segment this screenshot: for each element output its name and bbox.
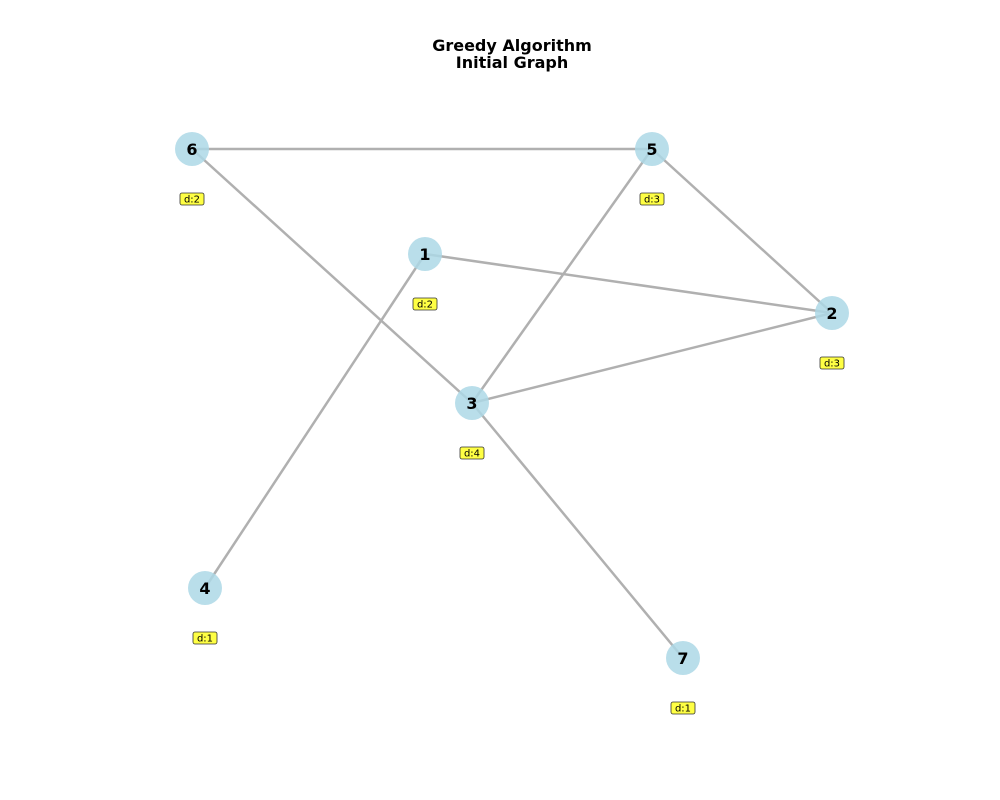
node-label-5: 5 xyxy=(646,140,657,159)
node-2: 2 d:3 xyxy=(815,296,849,370)
degree-label-7: d:1 xyxy=(675,704,691,715)
degree-badge-4 xyxy=(192,631,218,645)
edge-1-2 xyxy=(424,252,833,315)
degree-label-5: d:3 xyxy=(644,195,660,206)
node-label-4: 4 xyxy=(199,579,210,598)
degree-label-4: d:1 xyxy=(197,634,213,645)
node-label-3: 3 xyxy=(466,394,477,413)
title-line-1: Greedy Algorithm xyxy=(432,36,592,55)
node-circle-5 xyxy=(635,132,669,166)
node-label-7: 7 xyxy=(677,649,688,668)
degree-badge-6 xyxy=(179,192,205,206)
edge-5-2 xyxy=(651,148,833,314)
node-6: 6 d:2 xyxy=(175,132,209,206)
node-circle-2 xyxy=(815,296,849,330)
node-circle-1 xyxy=(408,237,442,271)
node-4: 4 d:1 xyxy=(188,571,222,645)
nodes-layer: 1 d:2 2 d:3 3 d:4 4 d:1 5 d:3 6 d:2 7 d:1 xyxy=(175,132,849,715)
edge-6-3 xyxy=(191,148,473,404)
node-circle-6 xyxy=(175,132,209,166)
degree-label-6: d:2 xyxy=(184,195,200,206)
degree-badge-2 xyxy=(819,356,845,370)
edge-3-2 xyxy=(471,311,833,405)
node-1: 1 d:2 xyxy=(408,237,442,311)
degree-label-2: d:3 xyxy=(824,359,840,370)
edge-5-3 xyxy=(470,148,654,404)
degree-label-3: d:4 xyxy=(464,449,480,460)
degree-badge-3 xyxy=(459,446,485,460)
degree-badge-5 xyxy=(639,192,665,206)
degree-badge-7 xyxy=(670,701,696,715)
title-line-2: Initial Graph xyxy=(456,53,568,72)
degree-badge-1 xyxy=(412,297,438,311)
node-7: 7 d:1 xyxy=(666,641,700,715)
node-circle-4 xyxy=(188,571,222,605)
edge-3-7 xyxy=(471,402,684,659)
edges-layer xyxy=(191,147,833,659)
node-label-6: 6 xyxy=(186,140,197,159)
node-circle-3 xyxy=(455,386,489,420)
node-circle-7 xyxy=(666,641,700,675)
node-label-2: 2 xyxy=(826,304,837,323)
node-5: 5 d:3 xyxy=(635,132,669,206)
node-3: 3 d:4 xyxy=(455,386,489,460)
node-label-1: 1 xyxy=(419,245,430,264)
degree-label-1: d:2 xyxy=(417,300,433,311)
edge-1-4 xyxy=(203,253,427,589)
